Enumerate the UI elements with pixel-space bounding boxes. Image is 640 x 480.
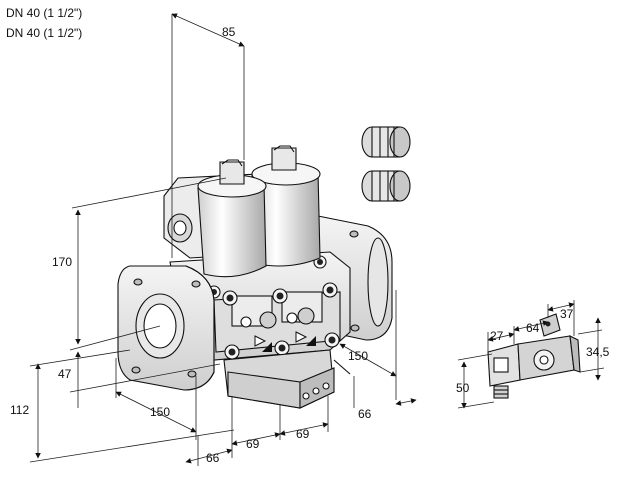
pressure-switch-box xyxy=(223,349,351,409)
title-line-2: DN 40 (1 1/2") xyxy=(6,26,83,40)
left-flange xyxy=(117,265,215,391)
small-pressure-switch xyxy=(487,313,581,399)
dim-64: 64 xyxy=(526,321,540,335)
cable-gland-bottom xyxy=(361,170,411,202)
title-line-1: DN 40 (1 1/2") xyxy=(6,6,83,20)
dim-150-right: 150 xyxy=(348,349,368,363)
dimension-lines xyxy=(29,13,417,466)
dim-69-b: 69 xyxy=(296,427,310,441)
dim-37: 37 xyxy=(560,307,574,321)
dim-47: 47 xyxy=(58,367,72,381)
cable-gland-top xyxy=(361,126,411,158)
switch-dimension-lines xyxy=(457,300,605,409)
dim-69-a: 69 xyxy=(246,437,260,451)
dim-85: 85 xyxy=(222,25,236,39)
dim-27: 27 xyxy=(490,329,504,343)
dim-50: 50 xyxy=(456,381,470,395)
dim-170: 170 xyxy=(52,255,72,269)
dim-34-5: 34,5 xyxy=(586,345,610,359)
valve-body xyxy=(169,251,351,361)
dim-66-right: 66 xyxy=(358,407,372,421)
dim-150-left: 150 xyxy=(150,405,170,419)
dim-112: 112 xyxy=(10,403,29,417)
dimension-labels: 85 170 47 112 150 66 69 69 150 66 27 64 … xyxy=(10,25,610,465)
dim-66-bottom: 66 xyxy=(206,451,220,465)
